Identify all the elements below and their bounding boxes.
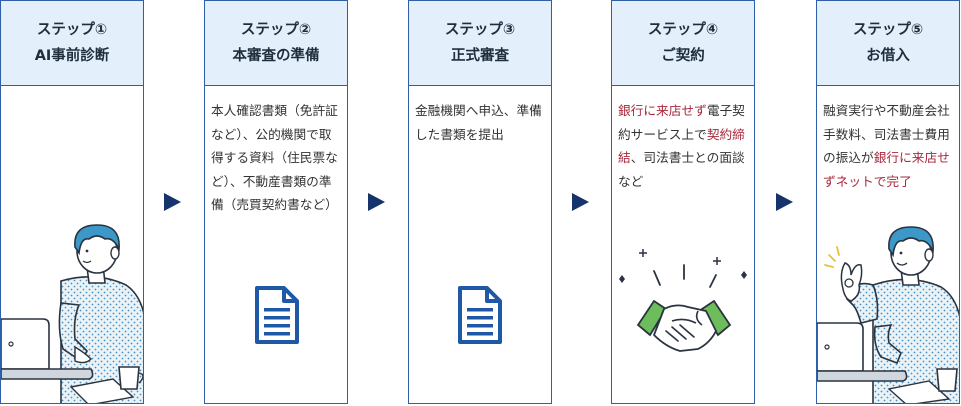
document-icon: [458, 286, 502, 344]
step-description-text: 金融機関へ申込、準備した書類を提出: [415, 103, 542, 142]
document-icon: [255, 286, 299, 344]
step-card-4: ステップ④ ご契約 銀行に来店せず電子契約サービス上で契約締結、司法書士との面談…: [611, 0, 755, 404]
arrow-right-icon: [572, 193, 589, 211]
step-number-5: ステップ⑤: [852, 22, 924, 38]
step-card-3: ステップ③ 正式審査 金融機関へ申込、準備した書類を提出: [408, 0, 552, 404]
step-header-5: ステップ⑤ お借入: [817, 1, 959, 86]
step-header-1: ステップ① AI事前診断: [1, 1, 143, 86]
step-number-4: ステップ④: [647, 22, 719, 38]
step-card-2: ステップ② 本審査の準備 本人確認書類（免許証など）、公的機関で取得する資料（住…: [204, 0, 348, 404]
step-description-4: 銀行に来店せず電子契約サービス上で契約締結、司法書士との面談など: [618, 99, 750, 193]
highlight-text: 銀行に来店せずネットで完了: [823, 150, 950, 189]
step-description-3: 金融機関へ申込、準備した書類を提出: [415, 99, 547, 146]
man-at-laptop-icon: [1, 224, 143, 403]
step-number-2: ステップ②: [240, 22, 312, 38]
step-description-text: 、司法書士との面談など: [618, 150, 745, 189]
arrow-right-icon: [164, 193, 181, 211]
highlight-text: 銀行に来店せず: [618, 103, 707, 118]
step-title-3: 正式審査: [451, 48, 509, 64]
step-number-1: ステップ①: [36, 22, 108, 38]
step-description-text: 本人確認書類（免許証など）、公的機関で取得する資料（住民票など）、不動産書類の準…: [211, 103, 338, 212]
step-header-3: ステップ③ 正式審査: [409, 1, 551, 86]
highlight-text: 契約締結: [618, 126, 745, 166]
step-title-4: ご契約: [661, 48, 705, 64]
step-header-4: ステップ④ ご契約: [612, 1, 754, 86]
step-card-1: ステップ① AI事前診断: [0, 0, 144, 404]
step-header-2: ステップ② 本審査の準備: [205, 1, 347, 86]
arrow-right-icon: [368, 193, 385, 211]
step-description-2: 本人確認書類（免許証など）、公的機関で取得する資料（住民票など）、不動産書類の準…: [211, 99, 343, 217]
step-title-5: お借入: [866, 48, 910, 64]
step-number-3: ステップ③: [444, 22, 516, 38]
step-title-1: AI事前診断: [34, 48, 110, 64]
step-description-text: 電子契約サービス上で: [618, 103, 745, 142]
man-ok-gesture-icon: [817, 226, 959, 403]
handshake-icon: [619, 249, 747, 352]
step-description-5: 融資実行や不動産会社手数料、司法書士費用の振込が銀行に来店せずネットで完了: [823, 99, 955, 193]
step-card-5: ステップ⑤ お借入 融資実行や不動産会社手数料、司法書士費用の振込が銀行に来店せ…: [816, 0, 960, 404]
arrow-right-icon: [776, 193, 793, 211]
step-description-text: 融資実行や不動産会社手数料、司法書士費用の振込が: [823, 103, 950, 165]
step-title-2: 本審査の準備: [232, 48, 320, 64]
